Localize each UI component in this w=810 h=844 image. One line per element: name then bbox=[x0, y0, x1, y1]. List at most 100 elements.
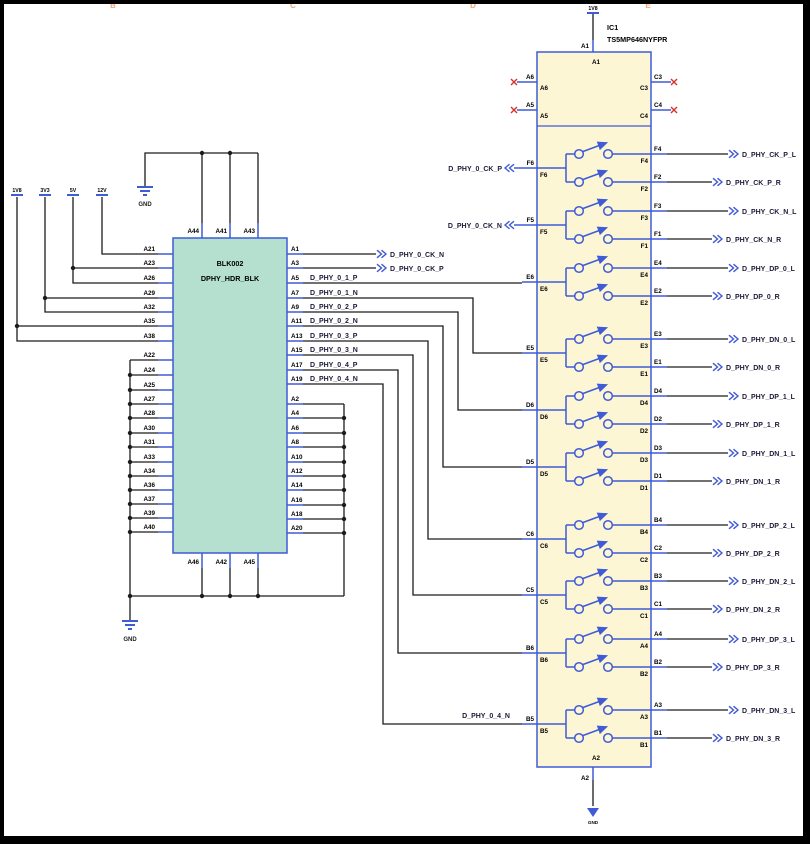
chevron-right-icon bbox=[712, 548, 723, 558]
frame-letter: B bbox=[110, 1, 116, 10]
pin-label: D4 bbox=[654, 388, 663, 395]
ic-output-wires bbox=[667, 153, 728, 739]
pin-label: C6 bbox=[540, 543, 549, 550]
pin-label: F3 bbox=[641, 215, 649, 222]
pin-label: F6 bbox=[540, 172, 548, 179]
pin-label: C4 bbox=[640, 113, 649, 120]
chevron-right-icon bbox=[728, 520, 739, 530]
frame-column-letters: B C D E bbox=[110, 1, 651, 10]
net-label: D_PHY_0_CK_P bbox=[448, 166, 502, 173]
pin-label: A28 bbox=[143, 410, 155, 417]
pin-label: A5 bbox=[291, 275, 300, 282]
ic-output-stubs bbox=[651, 153, 667, 739]
pin-label: C4 bbox=[654, 102, 663, 109]
pin-label: E6 bbox=[526, 274, 534, 281]
net-label: D_PHY_DN_1_L bbox=[742, 451, 796, 458]
pin-label: A12 bbox=[291, 468, 303, 475]
net-label: D_PHY_0_2_P bbox=[310, 304, 358, 311]
net-label: D_PHY_DN_3_R bbox=[726, 736, 780, 743]
ic-nc-stubs bbox=[517, 81, 671, 111]
net-label: D_PHY_0_4_N bbox=[462, 713, 510, 720]
pin-label: A9 bbox=[291, 304, 300, 311]
net-label: D_PHY_CK_P_L bbox=[742, 152, 797, 159]
pin-label: A2 bbox=[592, 755, 601, 762]
pin-label: B1 bbox=[654, 730, 663, 737]
pin-label: A42 bbox=[215, 559, 227, 566]
pin-label: C1 bbox=[654, 601, 663, 608]
pin-label: B1 bbox=[640, 742, 649, 749]
pin-label: F5 bbox=[527, 217, 535, 224]
chevron-right-icon bbox=[712, 604, 723, 614]
hdr-ref: BLK002 bbox=[217, 259, 244, 268]
hdr-block-body bbox=[172, 237, 288, 554]
chevron-right-icon bbox=[712, 177, 723, 187]
chevron-left-icon bbox=[504, 220, 515, 230]
pin-label: A46 bbox=[187, 559, 199, 566]
frame-letter: D bbox=[470, 1, 476, 10]
chevron-right-icon bbox=[712, 419, 723, 429]
pin-label: A35 bbox=[143, 318, 155, 325]
pin-label: D2 bbox=[654, 416, 663, 423]
pin-label: A6 bbox=[540, 85, 549, 92]
chevron-right-icon bbox=[728, 334, 739, 344]
net-label: D_PHY_0_1_P bbox=[310, 275, 358, 282]
pin-label: A4 bbox=[640, 643, 649, 650]
pin-label: A30 bbox=[143, 425, 155, 432]
pin-label: A34 bbox=[143, 468, 155, 475]
pin-label: A1 bbox=[291, 246, 300, 253]
net-label: D_PHY_DP_0_L bbox=[742, 266, 796, 273]
pin-label: D6 bbox=[540, 414, 549, 421]
pin-label: E5 bbox=[526, 345, 534, 352]
pin-label: A24 bbox=[143, 367, 155, 374]
pin-label: A1 bbox=[592, 59, 601, 66]
pin-label: F1 bbox=[641, 243, 649, 250]
pin-label: A29 bbox=[143, 290, 155, 297]
net-label: D_PHY_CK_N_L bbox=[742, 209, 797, 216]
power-label-12v: 12V bbox=[97, 188, 107, 194]
pin-label: B4 bbox=[640, 529, 649, 536]
pin-label: A11 bbox=[291, 318, 303, 325]
pin-label: A43 bbox=[243, 228, 255, 235]
net-label: D_PHY_0_4_N bbox=[310, 376, 358, 383]
net-label: D_PHY_DN_0_L bbox=[742, 337, 796, 344]
pin-label: B5 bbox=[526, 716, 535, 723]
pin-label: A27 bbox=[143, 396, 155, 403]
pin-label: A21 bbox=[143, 246, 155, 253]
pin-label: A6 bbox=[291, 425, 300, 432]
net-label: D_PHY_DN_2_R bbox=[726, 607, 780, 614]
pin-label: C1 bbox=[640, 613, 649, 620]
right-gnd-bus bbox=[303, 403, 345, 596]
pin-label: A7 bbox=[291, 290, 300, 297]
net-label: D_PHY_0_CK_N bbox=[390, 252, 444, 259]
net-label: D_PHY_0_3_P bbox=[310, 333, 358, 340]
chevron-right-icon bbox=[712, 234, 723, 244]
pin-label: C2 bbox=[654, 545, 663, 552]
pin-label: E3 bbox=[654, 331, 662, 338]
no-connect-icon bbox=[510, 78, 518, 86]
pin-label: D2 bbox=[640, 428, 649, 435]
pin-label: F2 bbox=[654, 174, 662, 181]
pin-label: A2 bbox=[291, 396, 300, 403]
pin-label: A3 bbox=[640, 714, 649, 721]
power-label-5v: 5V bbox=[70, 188, 77, 194]
net-label: D_PHY_0_CK_P bbox=[390, 266, 444, 273]
gnd-symbol-bottom bbox=[122, 620, 138, 630]
frame-letter: C bbox=[290, 1, 296, 10]
hdr-top-bottom-stubs bbox=[201, 223, 259, 568]
pin-label: C5 bbox=[540, 599, 549, 606]
pin-label: F5 bbox=[540, 229, 548, 236]
pin-label: E2 bbox=[640, 300, 648, 307]
chevron-right-icon bbox=[728, 149, 739, 159]
no-connect-icon bbox=[670, 78, 678, 86]
chevron-right-icon bbox=[728, 705, 739, 715]
pin-label: A1 bbox=[581, 43, 590, 50]
pin-label: F2 bbox=[641, 186, 649, 193]
power-flag-bars bbox=[11, 12, 599, 196]
pin-label: E4 bbox=[654, 260, 662, 267]
pin-label: B3 bbox=[654, 573, 663, 580]
ic-power-label: 1V8 bbox=[588, 6, 597, 12]
net-label: D_PHY_0_4_P bbox=[310, 362, 358, 369]
chevron-right-icon bbox=[712, 476, 723, 486]
